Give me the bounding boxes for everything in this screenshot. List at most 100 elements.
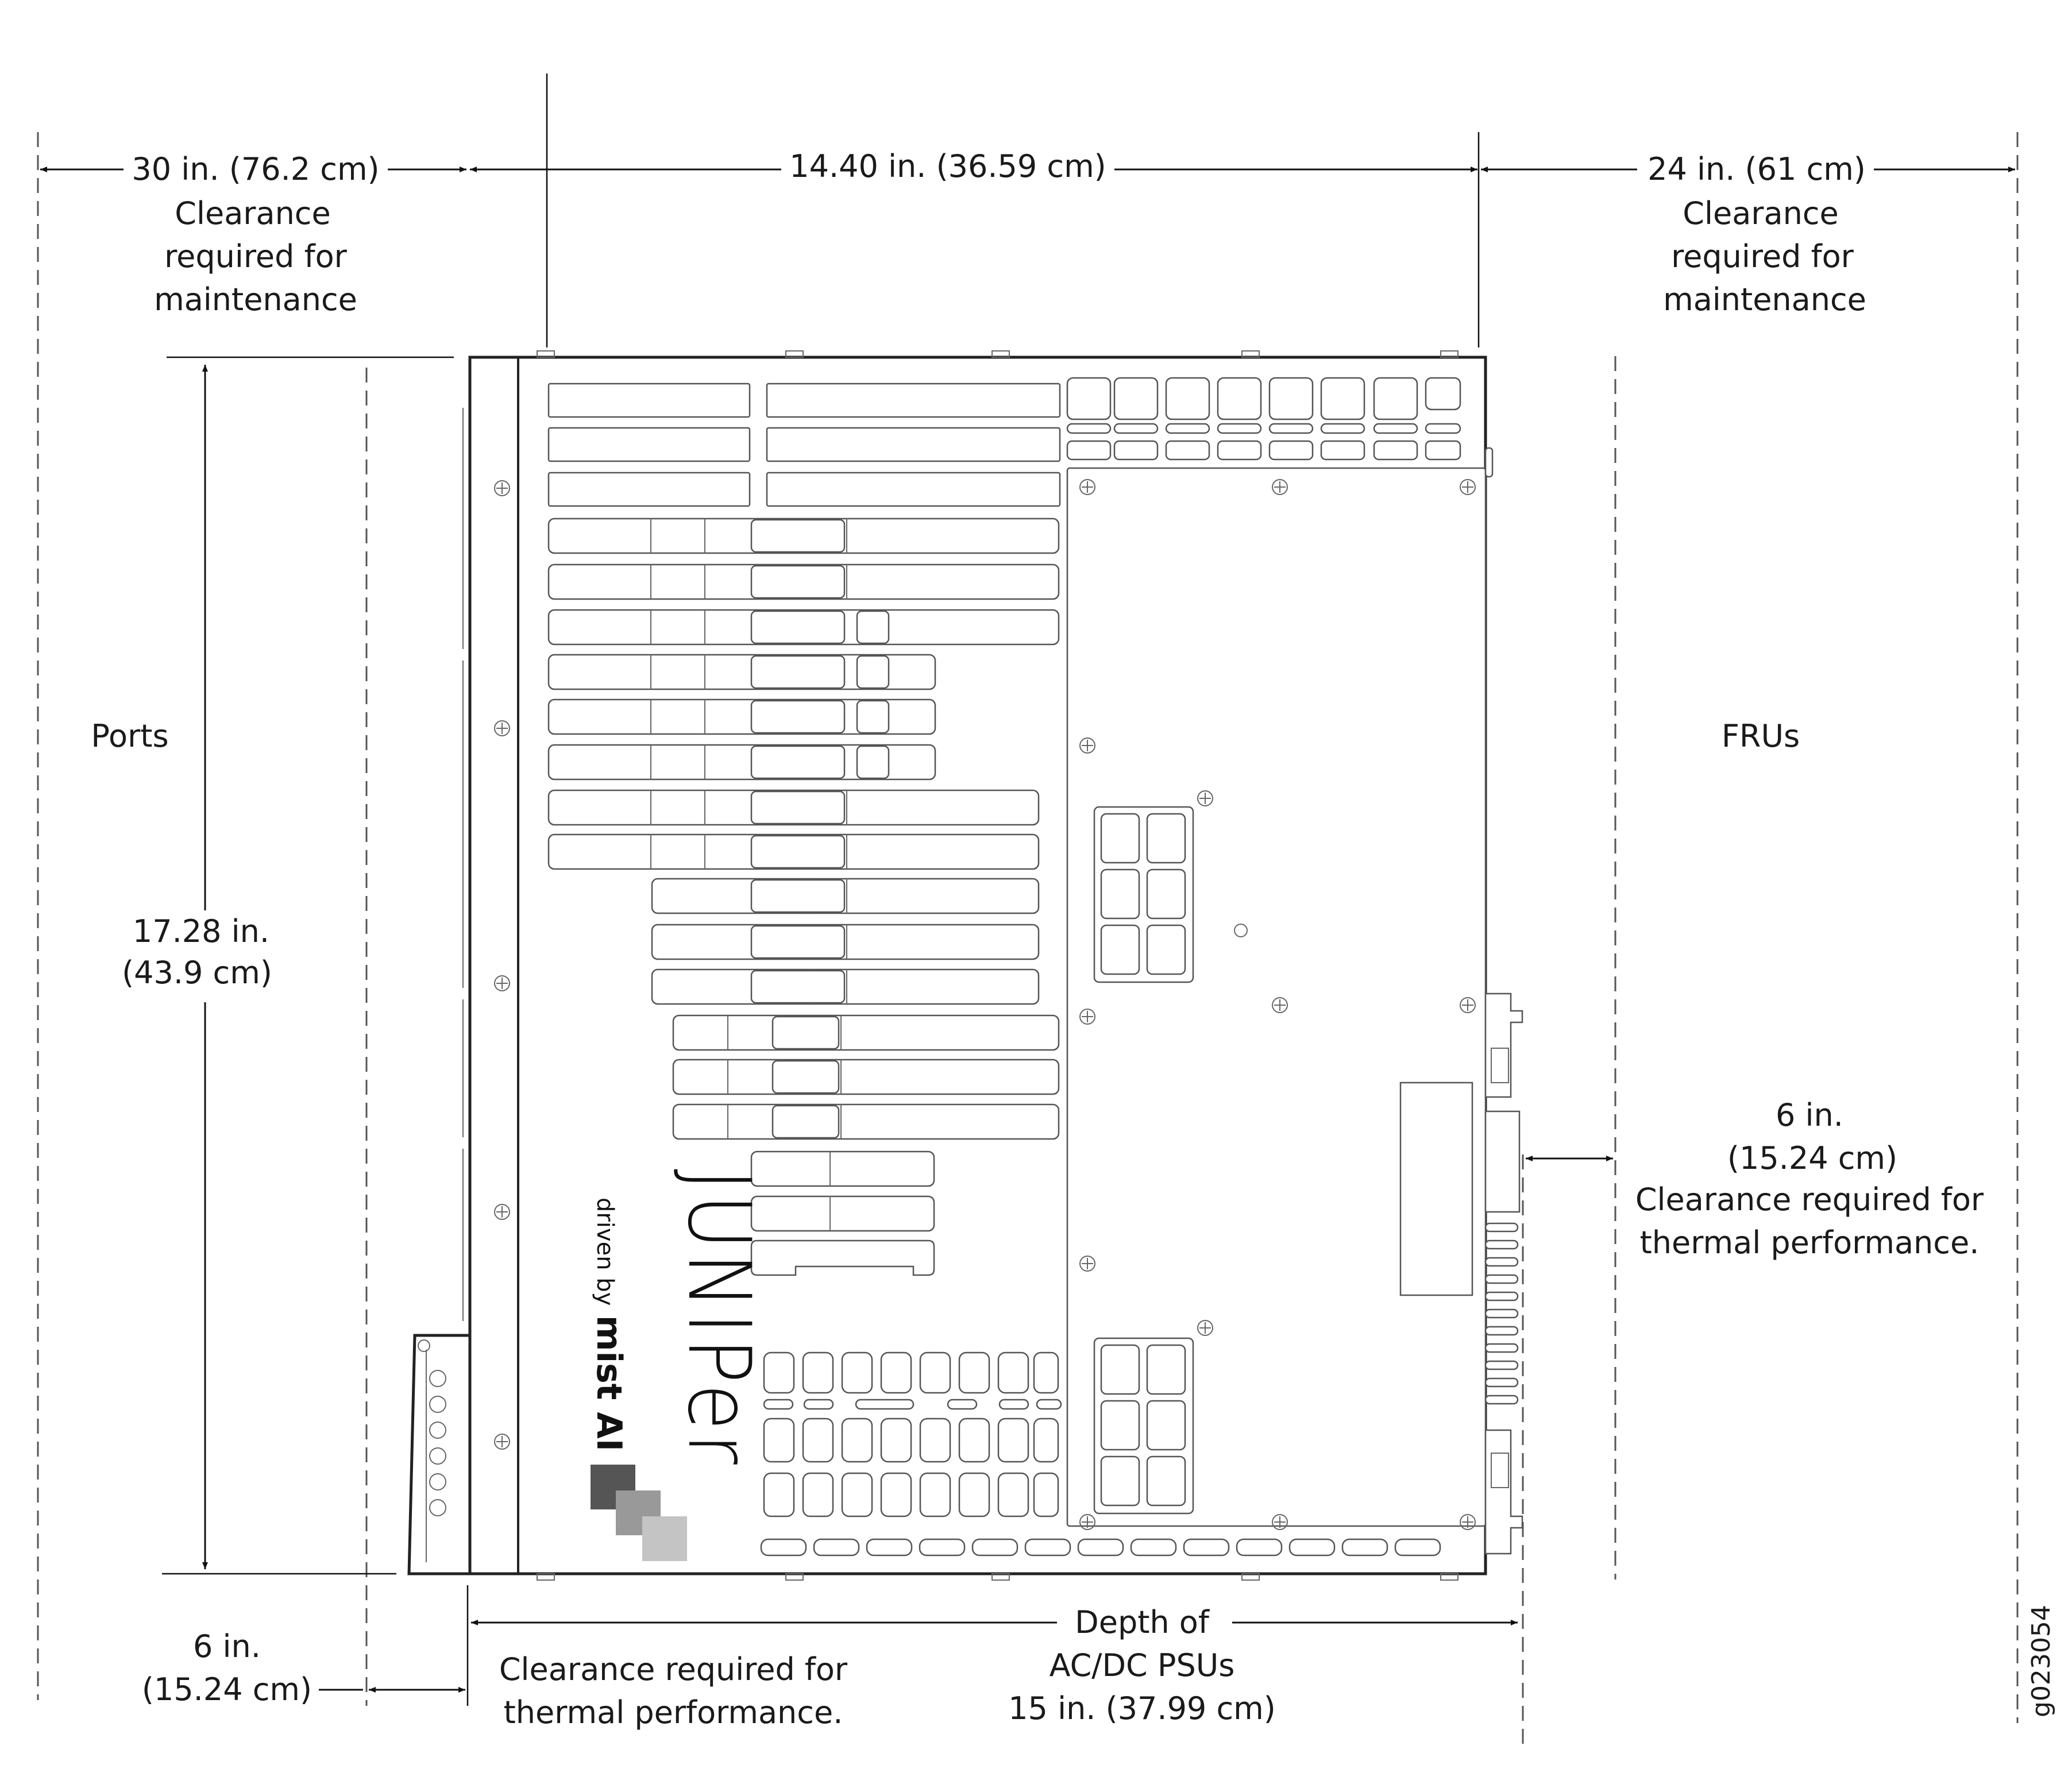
vent-slot (802, 1418, 834, 1463)
right-thermal-label-2: thermal performance. (1640, 1225, 1980, 1261)
right-clearance-label-2: required for (1671, 238, 1854, 275)
vent-slot (1373, 423, 1418, 434)
vent-slot (1288, 1538, 1336, 1557)
psu-fin (1484, 1326, 1519, 1336)
vent-slot (1033, 1418, 1059, 1463)
bottom-dimensions (319, 1620, 1518, 1693)
vent-slot (866, 1538, 913, 1557)
vent-slot (1320, 440, 1365, 461)
vent-cell (1100, 924, 1140, 975)
clearance-boundaries (37, 132, 2019, 1746)
module-row (651, 968, 1040, 1005)
vent-slot (919, 1351, 951, 1394)
vent-slot (1036, 1399, 1062, 1410)
right-thermal-label-1: Clearance required for (1635, 1181, 1984, 1218)
bottom-thermal-label-1: Clearance required for (499, 1651, 848, 1687)
module-row (651, 924, 1040, 960)
module-latch (750, 700, 846, 734)
module-row (672, 1103, 1060, 1140)
vent-slot (1217, 377, 1262, 420)
vent-slot (803, 1399, 834, 1410)
bottom-vent-grid (760, 1351, 1441, 1557)
juniper-wordmark: JUNIPer (669, 1169, 769, 1467)
vent-slot (1033, 1472, 1059, 1517)
psu-fin (1484, 1222, 1519, 1233)
bottom-thermal-label-2: thermal performance. (504, 1694, 843, 1731)
psu-fin (1484, 1257, 1519, 1267)
figure-id: g023054 (2027, 1605, 2056, 1717)
vent-slot (919, 1472, 951, 1517)
module-latch (771, 1060, 840, 1094)
module-latch (750, 655, 846, 689)
left-clearance-label-1: Clearance (175, 195, 330, 231)
psu-fin (1484, 1274, 1519, 1284)
height-value-metric: (43.9 cm) (122, 955, 272, 991)
vent-slot (958, 1351, 990, 1394)
module-row (750, 1150, 935, 1187)
vent-slot (919, 1418, 951, 1463)
vent-slot (1217, 423, 1262, 434)
vent-slot (1066, 440, 1112, 461)
psu-fin (1484, 1360, 1519, 1370)
vent-cell (1146, 1400, 1186, 1451)
vent-slot (1066, 423, 1112, 434)
juniper-logo: JUNIPer (669, 1169, 769, 1467)
module-latch (750, 925, 846, 959)
panel-vent-blocks (1093, 806, 1194, 1515)
right-clearance-dimension: 24 in. (61 cm) (1648, 151, 1866, 187)
psu-fin (1484, 1395, 1519, 1405)
module-row (750, 1195, 935, 1232)
vent-slot (919, 1538, 966, 1557)
vent-cell (1146, 1455, 1186, 1507)
psu-depth-label-2: AC/DC PSUs (1050, 1647, 1235, 1683)
component-slots-top (547, 383, 1061, 507)
module-latch (750, 519, 846, 553)
vent-slot (998, 1399, 1029, 1410)
vent-slot (1425, 377, 1461, 411)
psu-fin (1484, 1308, 1519, 1319)
bottom-thermal-value: 6 in. (193, 1628, 261, 1664)
psu-label-area (1399, 1082, 1473, 1296)
vent-slot (1165, 423, 1210, 434)
mist-logo-mark (591, 1465, 687, 1561)
tagline-prefix: driven by (592, 1198, 618, 1306)
left-clearance-label-2: required for (164, 238, 347, 275)
vent-slot (1236, 1538, 1283, 1557)
logo-square-light (642, 1516, 687, 1561)
vent-slot (763, 1418, 795, 1463)
module-latch (750, 745, 846, 779)
module-row (672, 1059, 1060, 1095)
vent-slot (971, 1538, 1018, 1557)
bottom-thermal-value-metric: (15.24 cm) (142, 1671, 312, 1708)
port-bracket-holes (418, 1339, 446, 1516)
vent-slot (1130, 1538, 1177, 1557)
vent-slot (763, 1351, 795, 1394)
top-vent-grid (1066, 377, 1461, 461)
ports-label: Ports (91, 718, 168, 754)
rail-screws (494, 480, 510, 1450)
vent-slot (997, 1472, 1029, 1517)
psu-depth-label-1: Depth of (1075, 1604, 1210, 1640)
psu-fins (1484, 1222, 1519, 1405)
module-latch (771, 1015, 840, 1050)
psu-fin (1484, 1377, 1519, 1388)
vent-slot (802, 1472, 834, 1517)
vent-slot (958, 1472, 990, 1517)
vent-slot (880, 1351, 912, 1394)
vent-slot (1394, 1538, 1441, 1557)
module-latch (750, 790, 846, 825)
vent-slot (1268, 423, 1314, 434)
vent-slot (1373, 377, 1418, 420)
vent-slot (997, 1418, 1029, 1463)
module-row (651, 878, 1040, 914)
vent-slot (1113, 440, 1159, 461)
module-latch (750, 970, 846, 1004)
module-latch (750, 835, 846, 869)
module-latch (750, 879, 846, 913)
vent-slot (1024, 1538, 1071, 1557)
vent-slot (1165, 440, 1210, 461)
vent-slot (880, 1418, 912, 1463)
vent-slot (1077, 1538, 1124, 1557)
module-latch (856, 745, 890, 779)
module-row (750, 1239, 935, 1276)
